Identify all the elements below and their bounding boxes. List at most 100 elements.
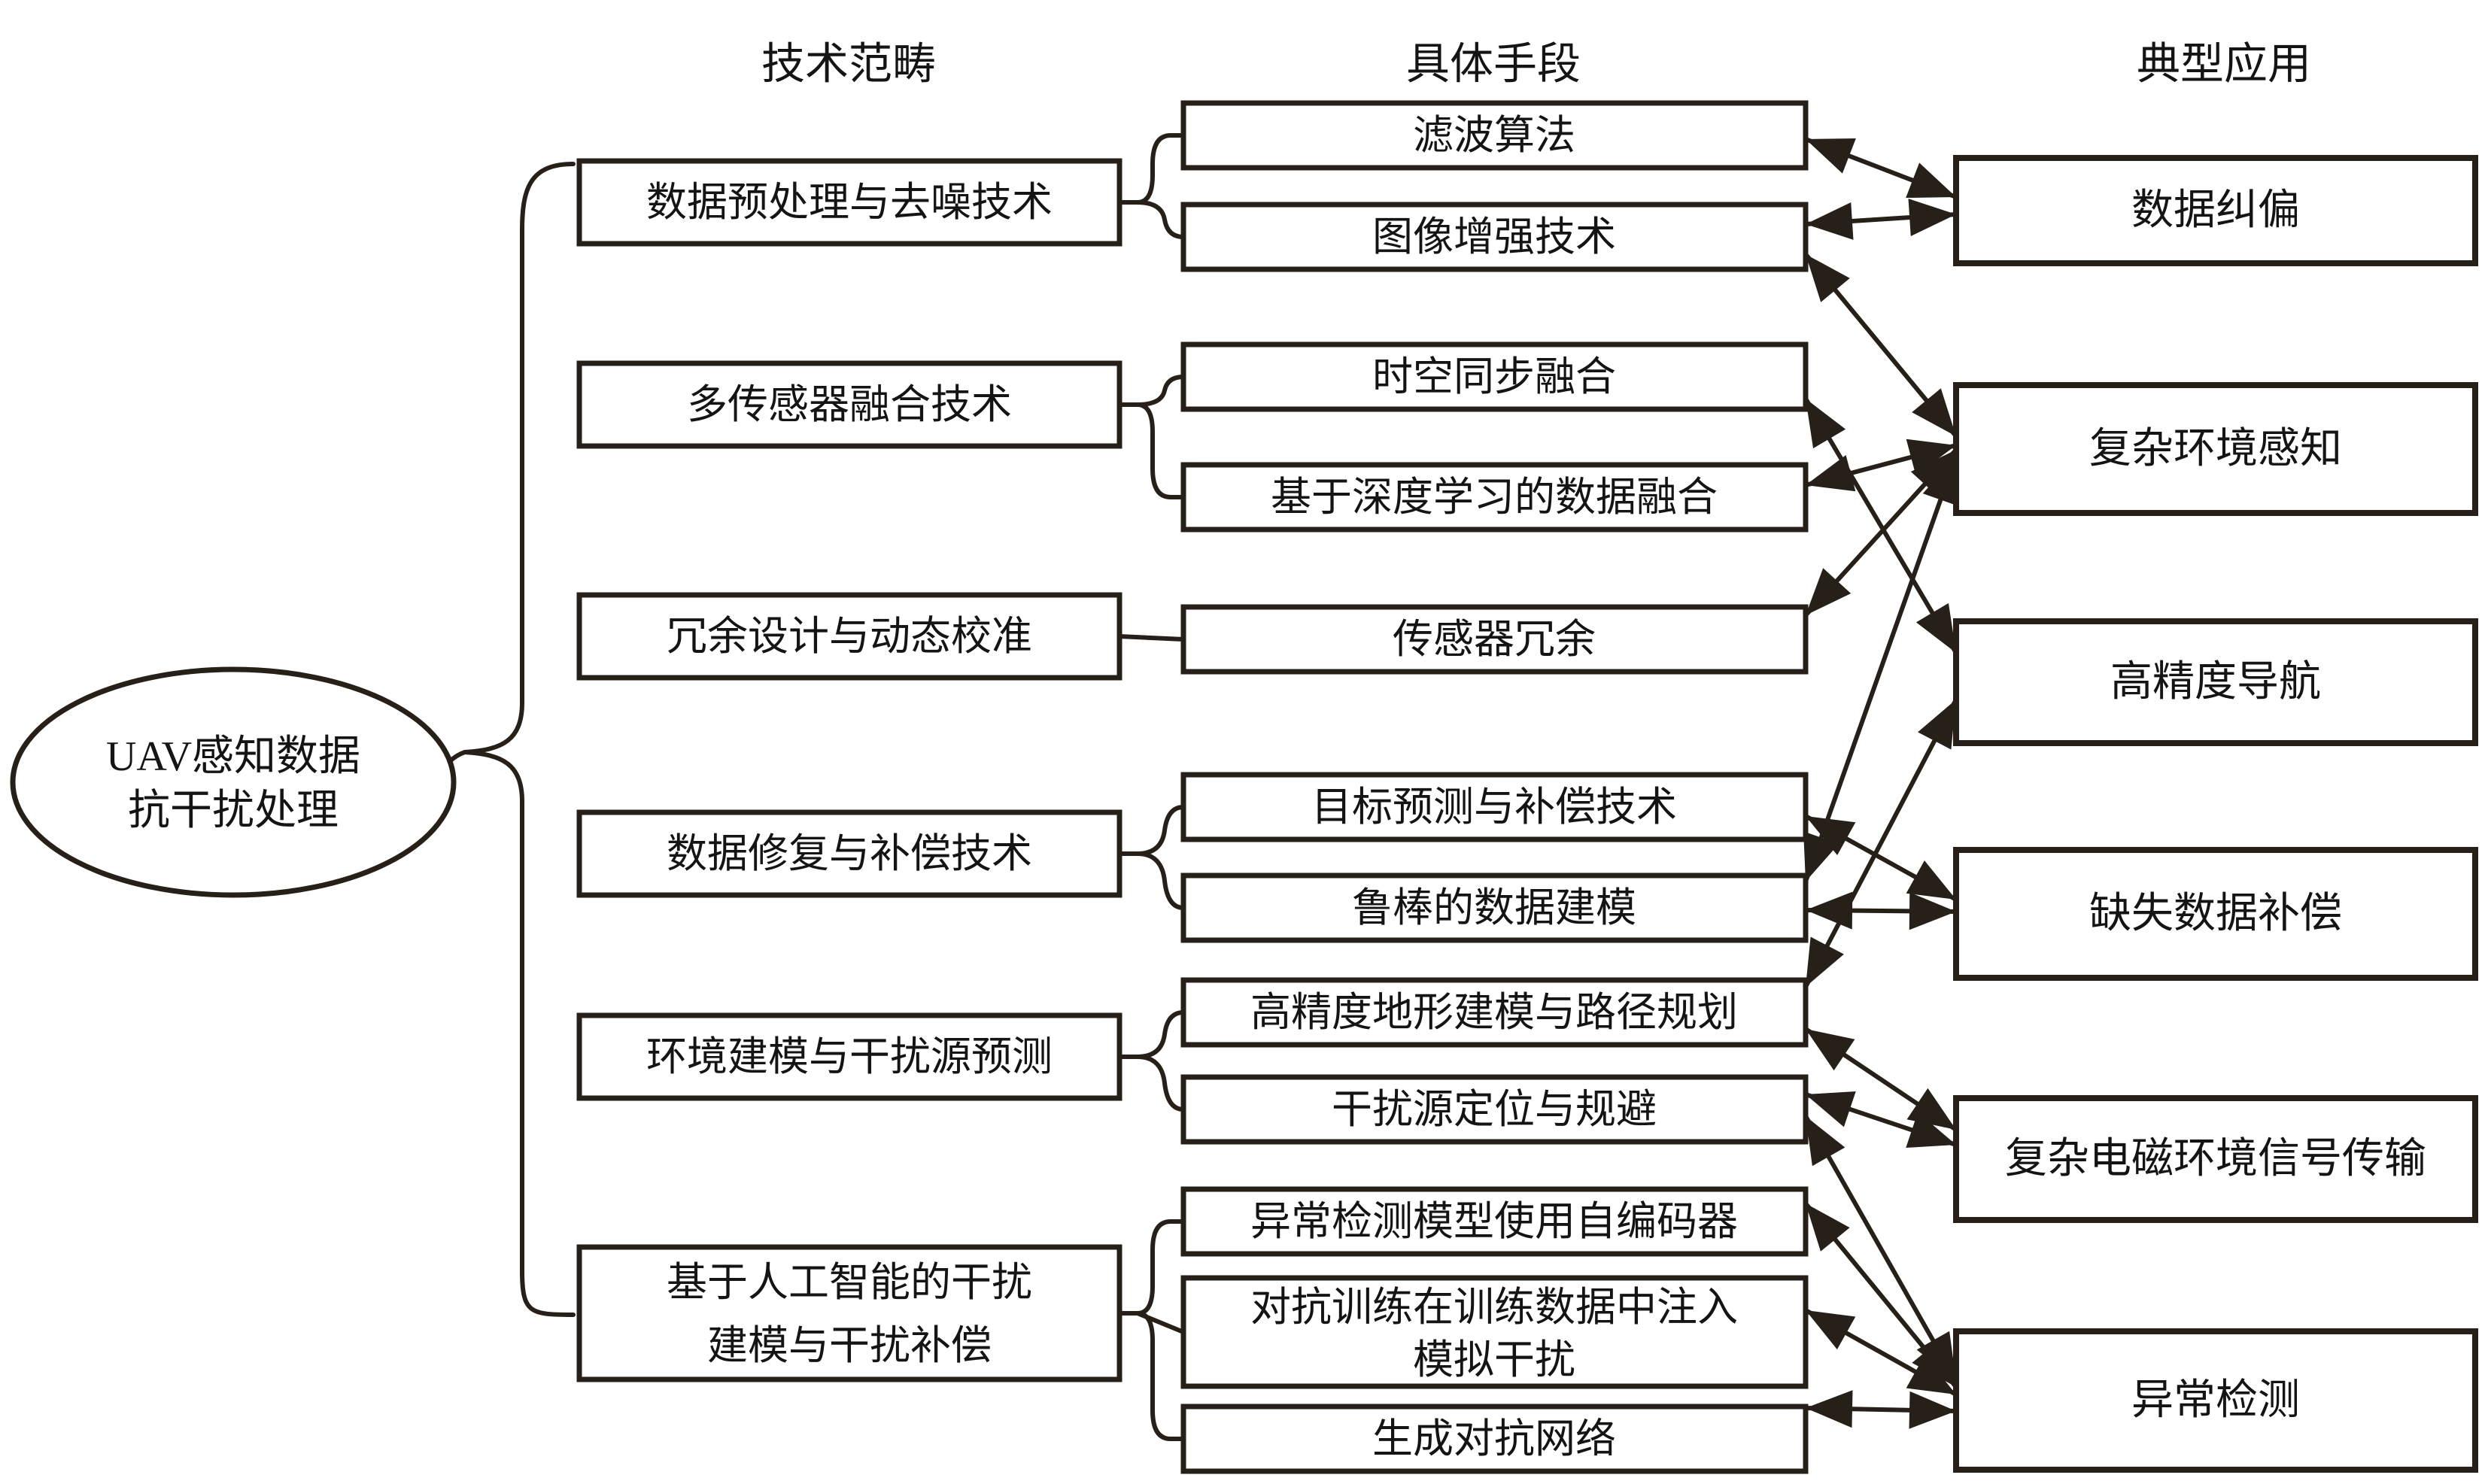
category-node-multisensor-fusion: 多传感器融合技术 — [576, 360, 1122, 449]
arrow-deep-learning-data-fusion-to-complex-environment-perception — [1805, 439, 1957, 492]
application-box — [1953, 155, 2478, 266]
method-label-line1: 对抗训练在训练数据中注入 — [1250, 1285, 1738, 1330]
category-label: 数据预处理与去噪技术 — [646, 180, 1053, 225]
application-node-high-precision-navigation: 高精度导航 — [1953, 618, 2478, 746]
method-label-line2: 模拟干扰 — [1413, 1337, 1575, 1382]
method-node-interference-source-localization: 干扰源定位与规避 — [1180, 1074, 1809, 1145]
arrow-gan-to-anomaly-detection — [1805, 1390, 1957, 1429]
category-box — [576, 158, 1122, 247]
category-forks — [1117, 133, 1186, 1441]
root-label-line1: UAV感知数据 — [106, 733, 360, 780]
category-label: 数据修复与补偿技术 — [667, 831, 1032, 876]
application-label: 异常检测 — [2131, 1377, 2300, 1424]
method-box — [1180, 977, 1809, 1048]
method-label: 时空同步融合 — [1372, 354, 1616, 399]
application-box — [1953, 1095, 2478, 1223]
method-node-gan: 生成对抗网络 — [1180, 1404, 1809, 1474]
method-node-target-prediction-compensation: 目标预测与补偿技术 — [1180, 772, 1809, 842]
application-label: 复杂环境感知 — [2089, 426, 2342, 472]
category-box — [576, 360, 1122, 449]
category-box — [576, 592, 1122, 681]
arrow-autoencoder-anomaly-model-to-anomaly-detection — [1803, 1202, 1958, 1388]
application-node-anomaly-detection: 异常检测 — [1953, 1328, 2478, 1473]
arrow-image-enhancement-to-data-correction — [1805, 199, 1957, 240]
root-brace-connector — [448, 750, 467, 763]
category-box — [576, 1244, 1122, 1382]
root-label-line2: 抗干扰处理 — [128, 788, 339, 834]
method-node-image-enhancement: 图像增强技术 — [1180, 202, 1809, 272]
arrow-image-enhancement-to-complex-environment-perception — [1803, 253, 1958, 438]
category-label: 多传感器融合技术 — [687, 382, 1012, 427]
category-node-redundancy-calibration: 冗余设计与动态校准 — [576, 592, 1122, 681]
root-node: UAV感知数据 抗干扰处理 — [10, 666, 467, 898]
method-label: 干扰源定位与规避 — [1332, 1087, 1657, 1132]
root-ellipse — [10, 666, 457, 898]
method-node-deep-learning-data-fusion: 基于深度学习的数据融合 — [1180, 462, 1809, 533]
application-column: 数据纠偏 复杂环境感知 高精度导航 缺失数据补偿 复杂电磁环境信号传输 异常检测 — [1953, 155, 2478, 1473]
application-node-complex-environment-perception: 复杂环境感知 — [1953, 382, 2478, 516]
method-label: 鲁棒的数据建模 — [1352, 885, 1636, 930]
method-node-adversarial-training: 对抗训练在训练数据中注入 模拟干扰 — [1180, 1275, 1809, 1389]
arrow-sensor-redundancy-to-complex-environment-perception — [1803, 448, 1958, 618]
method-box — [1180, 341, 1809, 412]
application-label: 高精度导航 — [2110, 659, 2321, 706]
application-node-missing-data-compensation: 缺失数据补偿 — [1953, 847, 2478, 981]
fork-category-5 — [1117, 1010, 1186, 1112]
method-node-autoencoder-anomaly-model: 异常检测模型使用自编码器 — [1180, 1186, 1809, 1257]
method-label: 滤波算法 — [1413, 113, 1575, 158]
method-box — [1180, 100, 1809, 171]
application-node-em-signal-transmission: 复杂电磁环境信号传输 — [1953, 1095, 2478, 1223]
category-box — [576, 1012, 1122, 1101]
method-node-filter-algorithm: 滤波算法 — [1180, 100, 1809, 171]
method-label: 目标预测与补偿技术 — [1311, 784, 1677, 830]
method-node-sensor-redundancy: 传感器冗余 — [1180, 604, 1809, 675]
fork-category-4 — [1117, 805, 1186, 910]
category-label: 冗余设计与动态校准 — [667, 614, 1032, 659]
category-label-line2: 建模与干扰补偿 — [707, 1323, 992, 1368]
column-headers: 技术范畴 具体手段 典型应用 — [761, 40, 2311, 89]
method-label: 传感器冗余 — [1393, 617, 1596, 662]
arrow-terrain-modeling-to-high-precision-navigation — [1803, 698, 1958, 988]
method-label: 高精度地形建模与路径规划 — [1250, 990, 1738, 1035]
method-label: 异常检测模型使用自编码器 — [1250, 1199, 1738, 1244]
header-categories: 技术范畴 — [761, 40, 936, 89]
root-big-brace — [463, 162, 576, 1317]
header-applications: 典型应用 — [2137, 40, 2311, 89]
application-box — [1953, 847, 2478, 981]
method-label: 生成对抗网络 — [1372, 1416, 1616, 1461]
method-node-terrain-modeling-path-planning: 高精度地形建模与路径规划 — [1180, 977, 1809, 1048]
category-label: 环境建模与干扰源预测 — [646, 1034, 1053, 1079]
method-node-spatiotemporal-sync-fusion: 时空同步融合 — [1180, 341, 1809, 412]
method-box — [1180, 1404, 1809, 1474]
method-box — [1180, 462, 1809, 533]
arrow-adversarial-training-to-anomaly-detection — [1804, 1308, 1958, 1397]
arrow-interference-source-localization-to-anomaly-detection — [1803, 1115, 1958, 1382]
arrow-filter-algorithm-to-data-correction — [1804, 137, 1958, 199]
category-node-data-repair-compensation: 数据修复与补偿技术 — [576, 809, 1122, 898]
application-label: 缺失数据补偿 — [2089, 891, 2342, 937]
category-node-environment-modeling-prediction: 环境建模与干扰源预测 — [576, 1012, 1122, 1101]
category-label-line1: 基于人工智能的干扰 — [667, 1260, 1032, 1305]
category-node-ai-interference-modeling: 基于人工智能的干扰 建模与干扰补偿 — [576, 1244, 1122, 1382]
header-methods: 具体手段 — [1406, 40, 1581, 89]
arrow-robust-data-modeling-to-complex-environment-perception — [1803, 455, 1958, 882]
method-column: 滤波算法 图像增强技术 时空同步融合 基于深度学习的数据融合 传感器冗余 目标预… — [1180, 100, 1809, 1474]
method-box — [1180, 1186, 1809, 1257]
method-box — [1180, 202, 1809, 272]
application-label: 数据纠偏 — [2131, 187, 2300, 234]
category-column: 数据预处理与去噪技术 多传感器融合技术 冗余设计与动态校准 数据修复与补偿技术 … — [576, 158, 1122, 1382]
method-box — [1180, 872, 1809, 943]
application-box — [1953, 1328, 2478, 1473]
fork-category-3 — [1117, 634, 1186, 642]
application-box — [1953, 382, 2478, 516]
arrow-target-prediction-to-missing-data-compensation — [1804, 814, 1958, 902]
category-node-preprocessing-denoise: 数据预处理与去噪技术 — [576, 158, 1122, 247]
arrow-terrain-modeling-to-em-signal-transmission — [1804, 1027, 1958, 1132]
method-node-robust-data-modeling: 鲁棒的数据建模 — [1180, 872, 1809, 943]
edges — [1803, 137, 1958, 1429]
category-box — [576, 809, 1122, 898]
fork-category-2 — [1117, 375, 1186, 499]
application-node-data-correction: 数据纠偏 — [1953, 155, 2478, 266]
application-label: 复杂电磁环境信号传输 — [2005, 1136, 2426, 1182]
